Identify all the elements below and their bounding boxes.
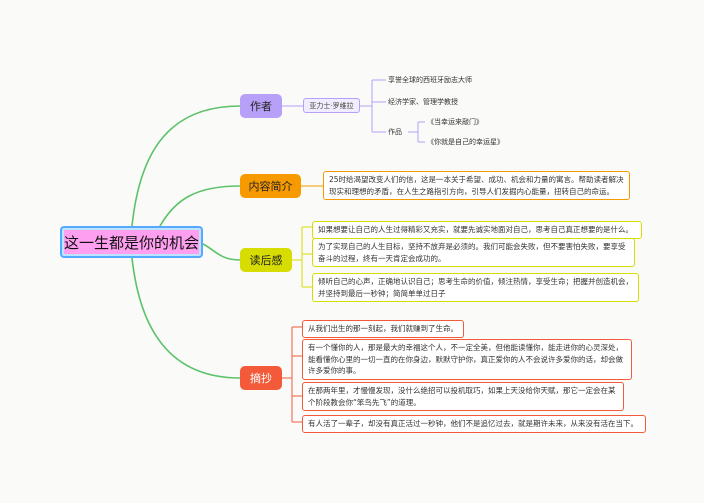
excerpt-item-1[interactable]: 从我们出生的那一刻起，我们就赚到了生命。 [302,320,464,338]
thought-item-1[interactable]: 如果想要让自己的人生过得精彩又充实，就要先诚实地面对自己，思考自己真正想要的是什… [312,221,642,239]
branch-author[interactable]: 作者 [240,94,282,118]
branch-thoughts[interactable]: 读后感 [240,248,292,272]
author-fact-2[interactable]: 经济学家、管理学教授 [388,98,458,106]
author-work-1[interactable]: 《当幸运来敲门》 [427,118,483,126]
author-works-label[interactable]: 作品 [388,128,402,136]
thought-item-2[interactable]: 为了实现自己的人生目标，坚持不放弃是必须的。我们可能会失败，但不要害怕失败，要享… [312,238,635,267]
edge-central-thoughts [202,243,241,261]
edge-central-summary [159,185,241,227]
excerpt-item-4[interactable]: 有人活了一辈子，却没有真正活过一秒钟，他们不是追忆过去，就是期许未来，从来没有活… [302,415,646,433]
branch-excerpt[interactable]: 摘抄 [240,366,282,390]
author-work-2[interactable]: 《你就是自己的幸运星》 [427,138,504,146]
central-topic[interactable]: 这一生都是你的机会 [60,226,203,258]
summary-text[interactable]: 25时给渴望改变人们的信，这是一本关于希望、成功、机会和力量的寓言。帮助读者解决… [323,171,630,200]
thought-item-3[interactable]: 倾听自己的心声，正确地认识自己；思考生命的价值，倾注热情，享受生命；把握并创造机… [312,273,639,302]
excerpt-item-3[interactable]: 在那两年里，才慢慢发现，没什么绝招可以投机取巧，如果上天没给你天赋，那它一定会在… [302,382,624,411]
edge-central-author [131,105,241,227]
author-name[interactable]: 亚力士·罗维拉 [303,98,360,113]
edge-central-excerpt [131,257,241,379]
excerpt-item-2[interactable]: 有一个懂你的人，那是最大的幸福这个人，不一定全美，但他能读懂你，能走进你的心灵深… [302,339,632,380]
branch-summary[interactable]: 内容简介 [240,174,301,198]
author-fact-1[interactable]: 享誉全球的西班牙励志大师 [388,76,472,84]
